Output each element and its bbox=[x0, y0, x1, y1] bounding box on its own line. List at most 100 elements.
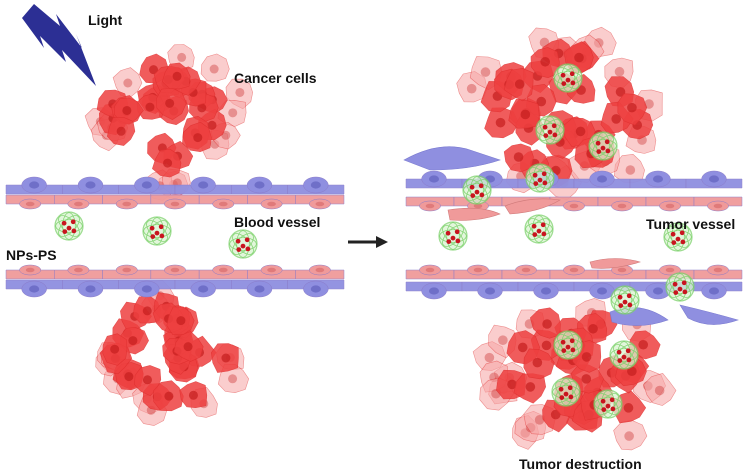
endothelial-cell bbox=[405, 196, 455, 212]
endothelial-cell bbox=[174, 279, 232, 298]
cell-nucleus bbox=[534, 415, 545, 425]
drug-dot bbox=[532, 172, 538, 178]
drug-dot bbox=[568, 394, 574, 400]
endothelial-cell bbox=[102, 194, 152, 210]
drug-dot bbox=[680, 239, 686, 245]
cell-nucleus bbox=[207, 120, 217, 130]
detached-endothelial-cell bbox=[679, 304, 739, 325]
drug-dot bbox=[149, 225, 155, 231]
cell-nucleus bbox=[172, 71, 182, 81]
label-blood-vessel: Blood vessel bbox=[234, 214, 321, 230]
cell-nucleus bbox=[221, 130, 231, 140]
endothelial-cell bbox=[247, 194, 296, 210]
drug-dot bbox=[533, 181, 539, 186]
endothelial-cell bbox=[685, 281, 743, 300]
drug-dot bbox=[604, 139, 610, 145]
nanoparticle-icon bbox=[610, 285, 640, 315]
endothelial-cell bbox=[405, 170, 463, 189]
cell-nucleus bbox=[638, 339, 649, 350]
cell-nucleus bbox=[484, 352, 495, 363]
cell-nucleus bbox=[540, 56, 550, 67]
drug-dot bbox=[595, 140, 601, 146]
cancer-cell bbox=[200, 53, 230, 82]
cell-nucleus bbox=[627, 366, 637, 377]
drug-dot bbox=[625, 348, 631, 354]
drug-dot bbox=[559, 395, 565, 400]
cell-nucleus bbox=[536, 96, 547, 107]
nanoparticle-icon bbox=[525, 163, 555, 193]
cell-nucleus bbox=[514, 79, 525, 89]
drug-dot bbox=[236, 247, 242, 252]
drug-dot bbox=[445, 230, 451, 236]
nanoparticle-icon bbox=[462, 175, 492, 205]
cell-nucleus bbox=[128, 336, 138, 346]
cell-nucleus bbox=[197, 103, 207, 113]
drug-dot bbox=[679, 230, 685, 236]
endothelial-cell bbox=[5, 194, 55, 210]
endothelial-cell bbox=[295, 264, 345, 280]
drug-dot bbox=[675, 236, 681, 242]
nanoparticle-icon bbox=[54, 211, 84, 241]
drug-dot bbox=[154, 230, 160, 236]
endothelial-cell bbox=[62, 176, 119, 195]
nanoparticle-icon bbox=[593, 389, 623, 419]
endothelial-cell bbox=[62, 279, 119, 298]
drug-dot bbox=[565, 77, 571, 83]
cell-nucleus bbox=[517, 342, 528, 353]
cancer-cell bbox=[643, 372, 677, 406]
drug-dot bbox=[70, 219, 76, 225]
endothelial-cell bbox=[461, 281, 519, 300]
cell-nucleus bbox=[124, 372, 134, 382]
drug-dot bbox=[537, 177, 543, 183]
label-light: Light bbox=[88, 12, 123, 28]
cell-nucleus bbox=[513, 152, 524, 162]
endothelial-cell bbox=[549, 196, 599, 212]
cell-nucleus bbox=[149, 65, 159, 75]
nanoparticle-icon bbox=[551, 377, 581, 407]
cell-nucleus bbox=[624, 431, 634, 441]
endothelial-cell bbox=[118, 176, 176, 195]
drug-dot bbox=[474, 189, 480, 195]
cell-nucleus bbox=[176, 316, 186, 326]
endothelial-cell bbox=[231, 279, 288, 298]
endothelial-cell bbox=[453, 264, 503, 280]
cell-nucleus bbox=[221, 353, 231, 363]
cell-nucleus bbox=[623, 403, 634, 413]
endothelial-cell bbox=[685, 170, 743, 189]
cell-nucleus bbox=[588, 323, 598, 334]
drug-dot bbox=[563, 391, 569, 397]
nanoparticle-icon bbox=[609, 340, 639, 370]
cancer-cell bbox=[112, 67, 143, 98]
endothelial-cell bbox=[629, 170, 687, 189]
drug-dot bbox=[673, 290, 679, 295]
cell-nucleus bbox=[235, 87, 245, 97]
nanoparticle-icon bbox=[663, 222, 693, 252]
right-nanoparticles bbox=[438, 63, 695, 419]
left-nanoparticles bbox=[54, 211, 258, 259]
drug-dot bbox=[561, 81, 567, 86]
left-tumor-bottom bbox=[95, 280, 250, 426]
drug-dot bbox=[560, 339, 566, 345]
cell-nucleus bbox=[525, 382, 536, 392]
endothelial-cell bbox=[287, 279, 345, 298]
drug-dot bbox=[470, 193, 476, 198]
drug-dot bbox=[541, 171, 547, 177]
drug-dot bbox=[159, 233, 165, 239]
drug-dot bbox=[570, 347, 576, 353]
cell-nucleus bbox=[142, 375, 152, 385]
endothelial-cell bbox=[198, 194, 248, 210]
detached-endothelial-cell bbox=[403, 146, 501, 171]
cell-nucleus bbox=[581, 352, 592, 362]
drug-dot bbox=[600, 398, 606, 404]
drug-dot bbox=[605, 148, 611, 154]
cell-nucleus bbox=[209, 64, 219, 74]
cell-nucleus bbox=[654, 385, 665, 396]
drug-dot bbox=[71, 228, 77, 234]
drug-dot bbox=[561, 348, 567, 353]
cancer-cell bbox=[613, 419, 648, 451]
drug-dot bbox=[618, 303, 624, 308]
drug-dot bbox=[626, 357, 632, 363]
cell-nucleus bbox=[466, 83, 477, 94]
drug-dot bbox=[677, 286, 683, 292]
endothelial-cell bbox=[198, 264, 248, 280]
